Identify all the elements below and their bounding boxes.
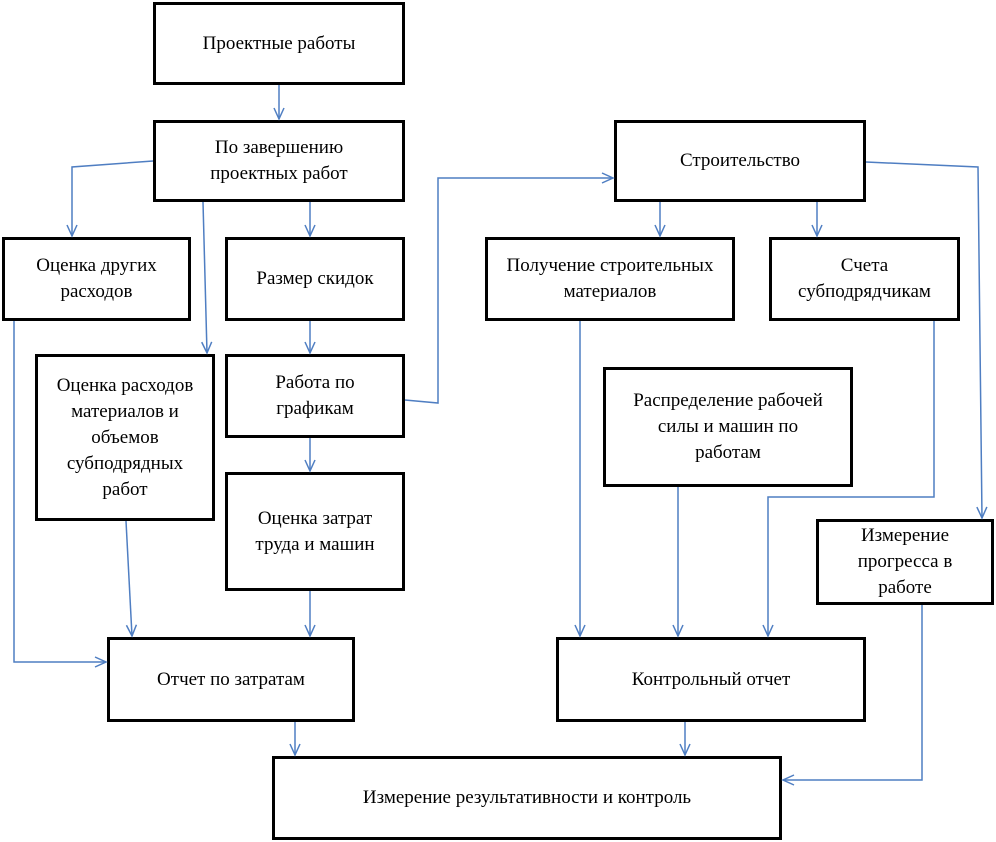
node-subcontractor-invoices-label: Счета субподрядчикам xyxy=(798,255,931,302)
node-schedule-work: Работа по графикам xyxy=(225,354,405,438)
arrow-other-costs-to-cost-report xyxy=(13,321,108,668)
node-labor-distribution: Распределение рабочей силы и машин по ра… xyxy=(603,367,853,487)
node-control-report-label: Контрольный отчет xyxy=(631,668,791,690)
node-progress-measurement-label: Измерение прогресса в работе xyxy=(857,525,953,598)
arrow-material-estimate-to-cost-report xyxy=(125,520,138,638)
node-material-estimate-label: Оценка расходов материалов и объемов суб… xyxy=(56,374,194,500)
node-construction-label: Строительство xyxy=(679,150,801,171)
arrow-subcontractor-invoices-to-control-report xyxy=(762,321,935,638)
node-performance-control: Измерение результативности и контроль xyxy=(272,756,782,840)
node-design-work-label: Проектные работы xyxy=(202,32,356,54)
node-other-costs-label: Оценка других расходов xyxy=(36,255,157,302)
node-other-costs: Оценка других расходов xyxy=(2,237,191,321)
node-labor-cost: Оценка затрат труда и машин xyxy=(225,472,405,591)
node-discounts: Размер скидок xyxy=(225,237,405,321)
node-material-estimate: Оценка расходов материалов и объемов суб… xyxy=(35,354,215,521)
node-performance-control-label: Измерение результативности и контроль xyxy=(362,787,692,808)
node-design-completion: По завершению проектных работ xyxy=(153,120,405,202)
node-labor-distribution-label: Распределение рабочей силы и машин по ра… xyxy=(633,390,823,463)
node-materials-receipt: Получение строительных материалов xyxy=(485,237,735,321)
node-cost-report-label: Отчет по затратам xyxy=(157,668,305,690)
node-cost-report: Отчет по затратам xyxy=(107,637,355,722)
node-subcontractor-invoices: Счета субподрядчикам xyxy=(769,237,960,321)
arrow-completion-to-other-costs xyxy=(66,160,154,238)
node-schedule-work-label: Работа по графикам xyxy=(275,372,355,419)
node-labor-cost-label: Оценка затрат труда и машин xyxy=(255,507,375,555)
arrow-construction-to-progress-measurement xyxy=(865,161,988,520)
arrow-completion-to-material-estimate xyxy=(201,201,213,355)
node-construction: Строительство xyxy=(614,120,866,202)
arrow-progress-measurement-to-performance-control xyxy=(781,605,923,786)
node-design-completion-label: По завершению проектных работ xyxy=(210,137,348,184)
node-discounts-label: Размер скидок xyxy=(256,268,374,289)
node-control-report: Контрольный отчет xyxy=(556,637,866,722)
node-progress-measurement: Измерение прогресса в работе xyxy=(816,519,994,605)
arrow-schedule-to-construction xyxy=(404,172,615,404)
node-design-work: Проектные работы xyxy=(153,2,405,85)
node-materials-receipt-label: Получение строительных материалов xyxy=(506,255,714,302)
